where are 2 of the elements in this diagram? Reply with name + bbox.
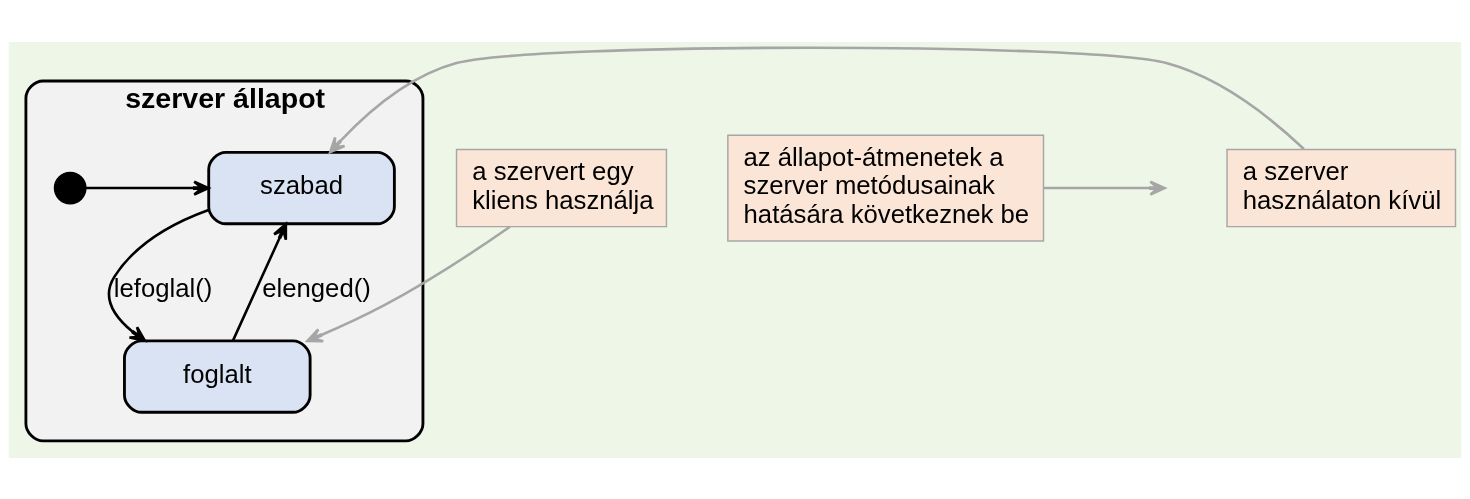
edge-label: lefoglal(): [113, 273, 213, 302]
edge-label: elenged(): [262, 273, 371, 302]
